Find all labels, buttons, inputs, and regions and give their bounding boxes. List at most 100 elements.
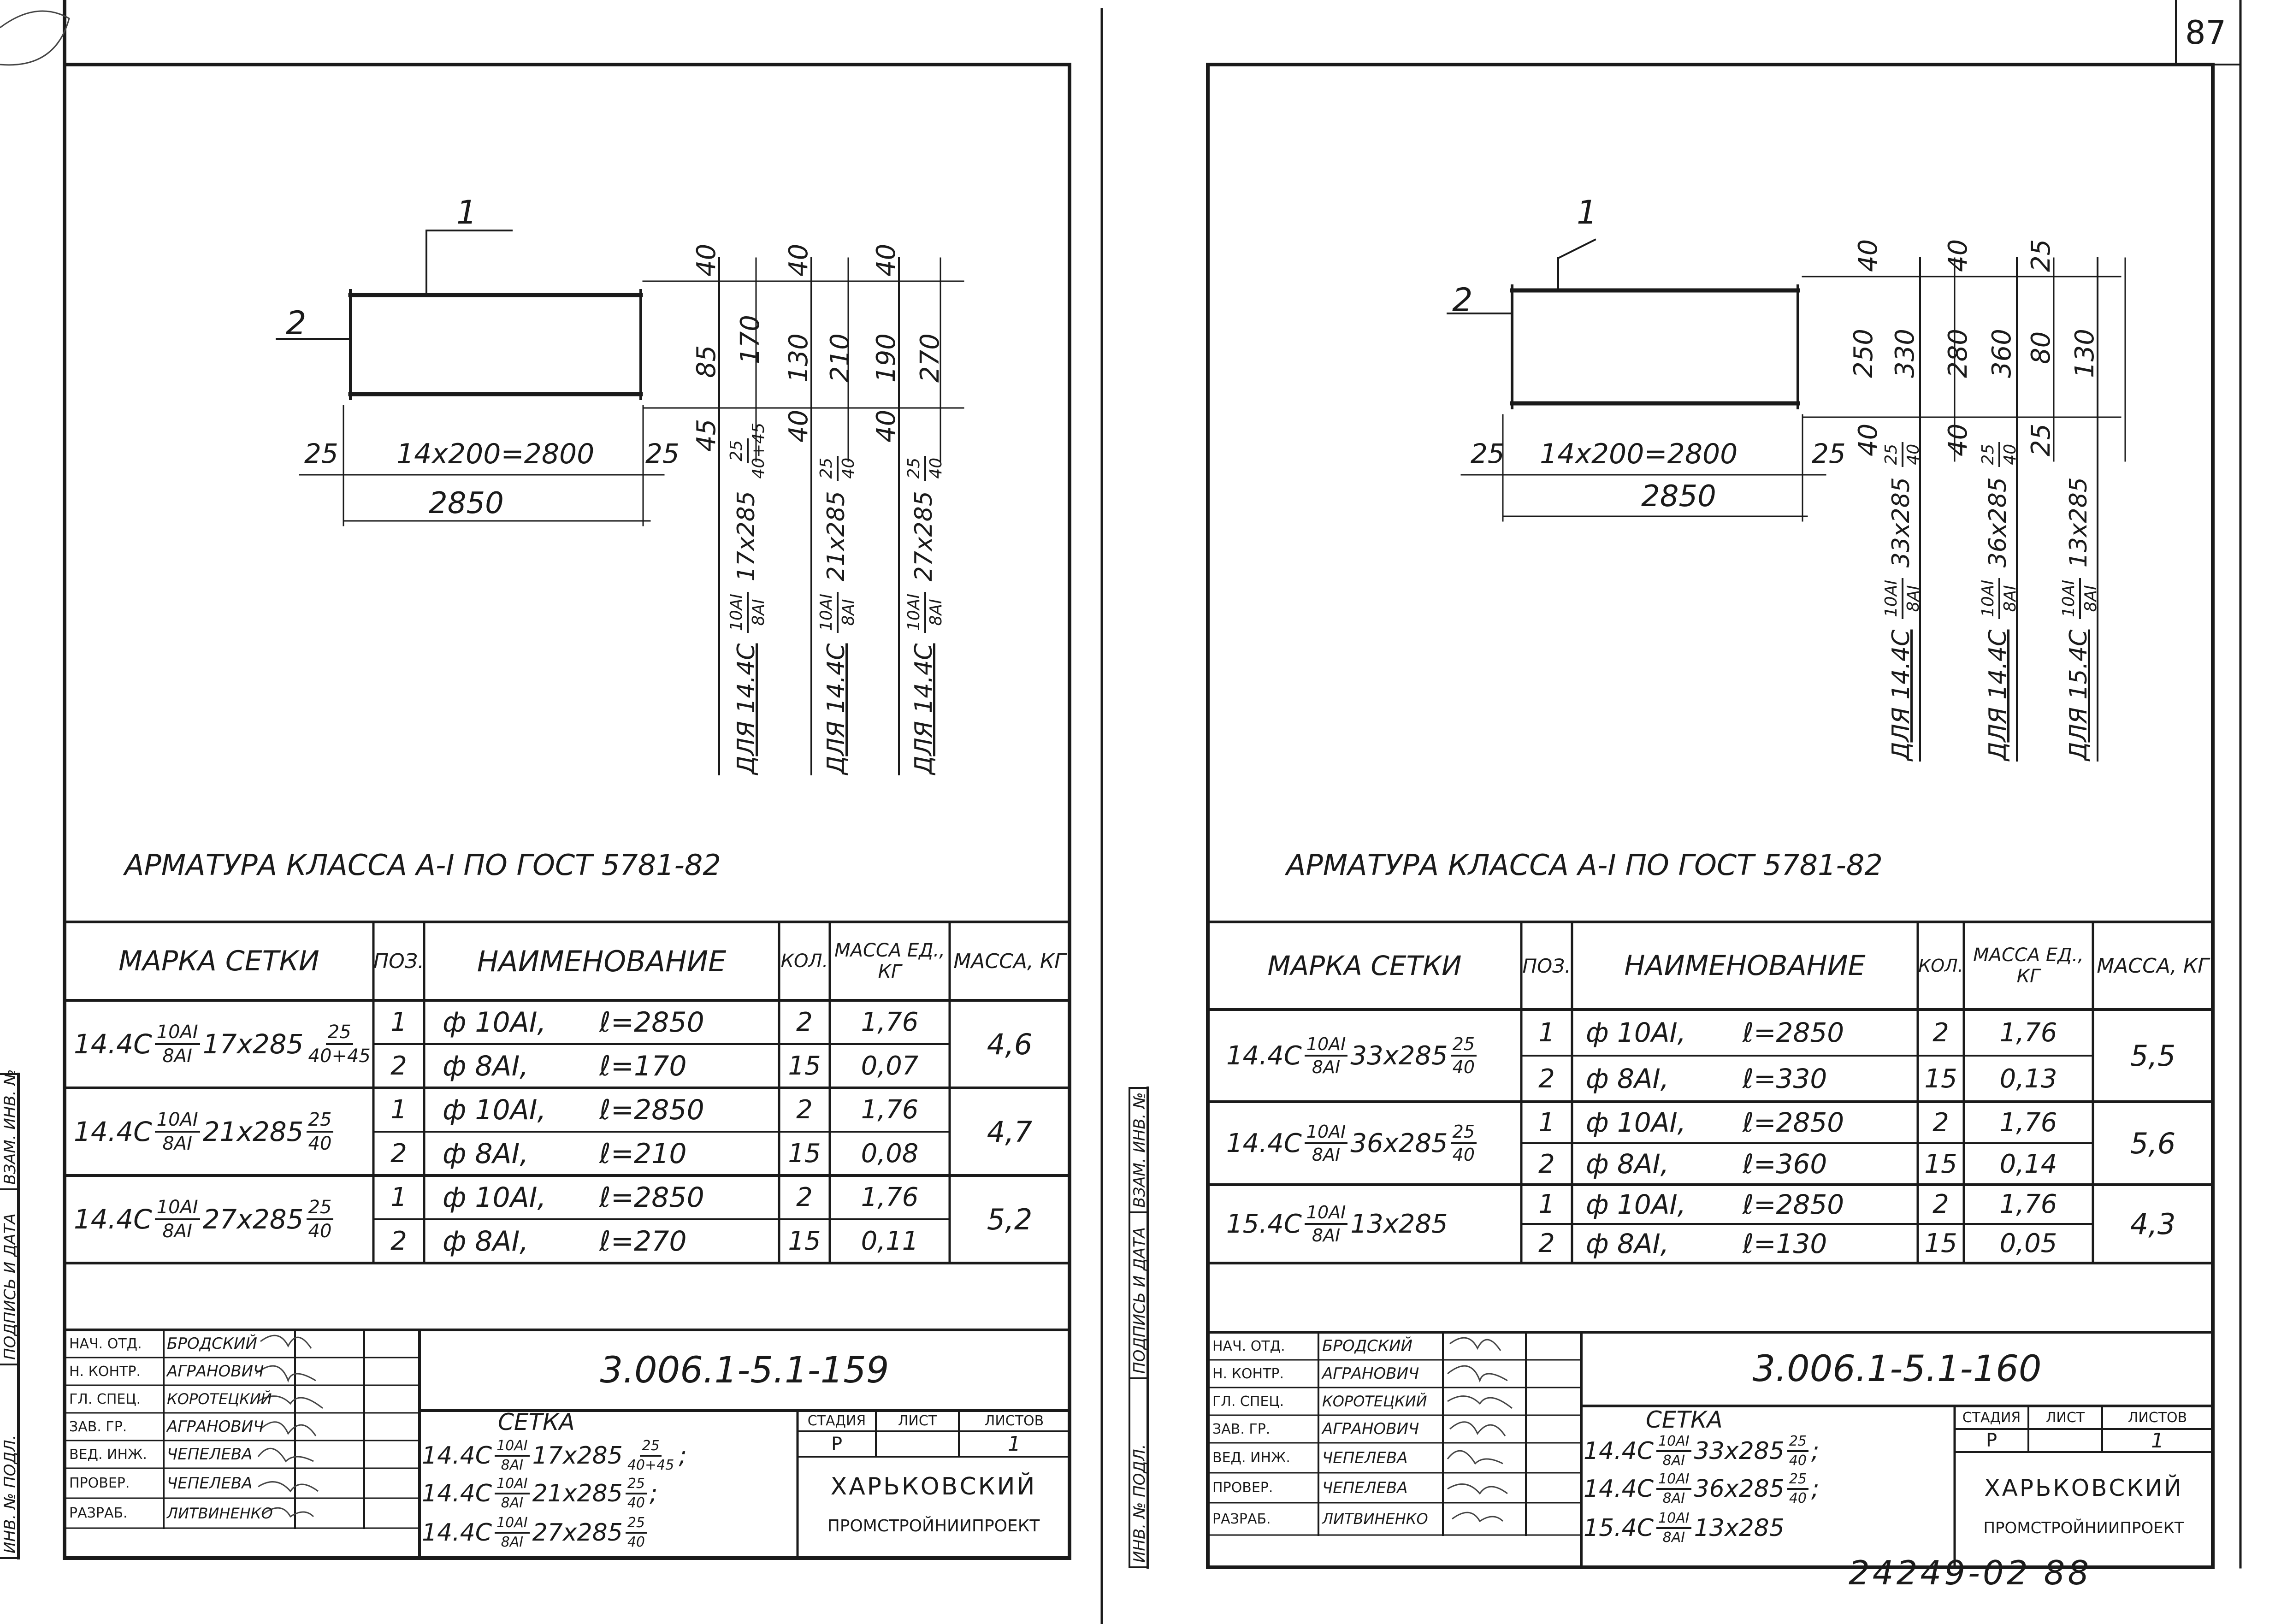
desc3-n: 10АI bbox=[495, 1516, 530, 1534]
row3-len2: ℓ=270 bbox=[599, 1225, 687, 1258]
staff-role-5: ВЕД. ИНЖ. bbox=[69, 1446, 147, 1463]
dim-note-r3-tail: 13x285 bbox=[2065, 477, 2092, 568]
desc3-d: 8АI bbox=[501, 1534, 524, 1550]
r-row1-len1: ℓ=2850 bbox=[1743, 1017, 1844, 1048]
staff-role-6: ПРОВЕР. bbox=[69, 1475, 130, 1491]
dim-note-r2-den: 8АI bbox=[2001, 585, 2020, 612]
desc3-sn: 25 bbox=[625, 1516, 647, 1534]
dim-note-r3-den: 8АI bbox=[2081, 585, 2100, 612]
r-row3-massed2: 0,05 bbox=[1999, 1228, 2057, 1258]
r-row2-size: 36x285 bbox=[1350, 1128, 1448, 1158]
row3-poz2: 2 bbox=[390, 1226, 407, 1256]
r-row3-kol2: 15 bbox=[1924, 1228, 1957, 1258]
th-kol-2: КОЛ. bbox=[1918, 956, 1963, 976]
row3-name2: ф 8АI, bbox=[443, 1225, 529, 1258]
row2-kol1: 2 bbox=[796, 1095, 813, 1125]
r-row2-subn: 25 bbox=[1450, 1123, 1477, 1144]
rebar-note: АРМАТУРА КЛАССА А-I ПО ГОСТ 5781-82 bbox=[124, 848, 721, 882]
row3-subd: 40 bbox=[308, 1221, 332, 1242]
side-podpis-data: ПОДПИСЬ И ДАТА bbox=[1, 1213, 19, 1360]
r-row1-poz2: 2 bbox=[1538, 1063, 1555, 1094]
row2-poz2: 2 bbox=[390, 1139, 407, 1169]
dim-note-2-tail: 21x285 bbox=[822, 491, 850, 582]
dim-note-r2-num: 10АI bbox=[1979, 578, 2000, 619]
th-mass-2: МАССА, КГ bbox=[2097, 954, 2209, 978]
pos2-label: 2 bbox=[286, 304, 307, 342]
stadia-header: СТАДИЯ bbox=[807, 1413, 866, 1429]
dim-note-r1-tail: 33x285 bbox=[1887, 477, 1915, 568]
r-row3-den: 8АI bbox=[1312, 1225, 1341, 1246]
row2-name2: ф 8АI, bbox=[443, 1137, 529, 1170]
dim-note-r1-prefix: ДЛЯ 14.4С bbox=[1887, 629, 1915, 761]
row3-size: 27x285 bbox=[202, 1204, 304, 1235]
r-row3-len1: ℓ=2850 bbox=[1743, 1188, 1844, 1220]
th-poz: ПОЗ. bbox=[373, 949, 424, 973]
r-desc1-d: 8АI bbox=[1662, 1452, 1685, 1469]
dim-outer-r1: 330 bbox=[1890, 329, 1920, 378]
r-desc1-prefix: 14.4С bbox=[1584, 1437, 1654, 1465]
r-row1-num: 10АI bbox=[1304, 1035, 1348, 1057]
desc3-sd: 40 bbox=[627, 1534, 645, 1550]
desc1-d: 8АI bbox=[501, 1457, 524, 1473]
dim-note-r2-prefix: ДЛЯ 14.4С bbox=[1984, 629, 2012, 761]
r-row3-massed1: 1,76 bbox=[1999, 1189, 2057, 1219]
row1-len2: ℓ=170 bbox=[599, 1050, 687, 1082]
r-row3-name2: ф 8АI, bbox=[1586, 1228, 1669, 1259]
list-header: ЛИСТ bbox=[898, 1413, 937, 1429]
r-row2-name1: ф 10АI, bbox=[1586, 1107, 1686, 1138]
row1-prefix: 14.4С bbox=[74, 1028, 152, 1060]
desc1-prefix: 14.4С bbox=[422, 1441, 492, 1470]
row2-massed2: 0,08 bbox=[861, 1139, 919, 1169]
th-mass-ed: МАССА ЕД., КГ bbox=[834, 940, 945, 982]
dim-note-3-subd: 40 bbox=[927, 457, 946, 479]
r-desc-title: СЕТКА bbox=[1646, 1406, 1723, 1433]
dim-note-r1-subn: 25 bbox=[1882, 442, 1903, 467]
desc2-sd: 40 bbox=[627, 1495, 645, 1511]
side-podpis-data-2: ПОДПИСЬ И ДАТА bbox=[1130, 1227, 1149, 1374]
span-label: 14x200=2800 bbox=[396, 438, 595, 470]
r-row2-kol1: 2 bbox=[1933, 1107, 1949, 1138]
staff-name-3: КОРОТЕЦКИЙ bbox=[167, 1390, 272, 1408]
r-desc2-sd: 40 bbox=[1789, 1490, 1807, 1506]
r-row2-poz1: 1 bbox=[1538, 1107, 1555, 1138]
dim-note-1-num: 10АI bbox=[727, 591, 749, 633]
r-row2-prefix: 14.4С bbox=[1226, 1128, 1302, 1158]
dim-note-2-subn: 25 bbox=[817, 455, 839, 481]
r-row2-name2: ф 8АI, bbox=[1586, 1148, 1669, 1180]
r-staff-name-5: ЧЕПЕЛЕВА bbox=[1322, 1448, 1408, 1467]
r-staff-name-1: БРОДСКИЙ bbox=[1322, 1337, 1412, 1355]
dim-note-1-prefix: ДЛЯ 14.4С bbox=[733, 643, 760, 774]
row3-poz1: 1 bbox=[390, 1182, 407, 1212]
desc2-n: 10АI bbox=[495, 1477, 530, 1494]
desc1-size: 17x285 bbox=[532, 1441, 623, 1470]
row1-kol2: 15 bbox=[788, 1051, 821, 1081]
row2-name1: ф 10АI, bbox=[443, 1093, 546, 1126]
row2-subd: 40 bbox=[308, 1133, 332, 1154]
r-staff-role-6: ПРОВЕР. bbox=[1212, 1480, 1273, 1496]
listov-value: 1 bbox=[1008, 1432, 1021, 1456]
r-desc2-size: 36x285 bbox=[1694, 1475, 1785, 1503]
r-list-header: ЛИСТ bbox=[2045, 1409, 2085, 1426]
side-vzam-inv-2: ВЗАМ. ИНВ. № bbox=[1130, 1092, 1149, 1208]
org-name-1: ХАРЬКОВСКИЙ bbox=[830, 1473, 1037, 1500]
dim-bot-r1: 40 bbox=[1853, 423, 1883, 456]
dim-note-2-prefix: ДЛЯ 14.4С bbox=[822, 643, 850, 774]
r-row2-massed2: 0,14 bbox=[1999, 1149, 2057, 1179]
r-row1-den: 8АI bbox=[1312, 1057, 1341, 1077]
desc3-prefix: 14.4С bbox=[422, 1519, 492, 1547]
r-row2-mass: 5,6 bbox=[2130, 1126, 2176, 1160]
r-row1-subn: 25 bbox=[1450, 1035, 1477, 1057]
r-row1-massed2: 0,13 bbox=[1999, 1063, 2057, 1094]
dim-bot-3: 40 bbox=[871, 409, 901, 443]
total-length: 2850 bbox=[429, 486, 504, 520]
row3-mass: 5,2 bbox=[987, 1202, 1033, 1236]
r-org-name-2: ПРОМСТРОЙНИИПРОЕКТ bbox=[1983, 1519, 2184, 1537]
dim-mid-r3: 80 bbox=[2026, 331, 2056, 364]
